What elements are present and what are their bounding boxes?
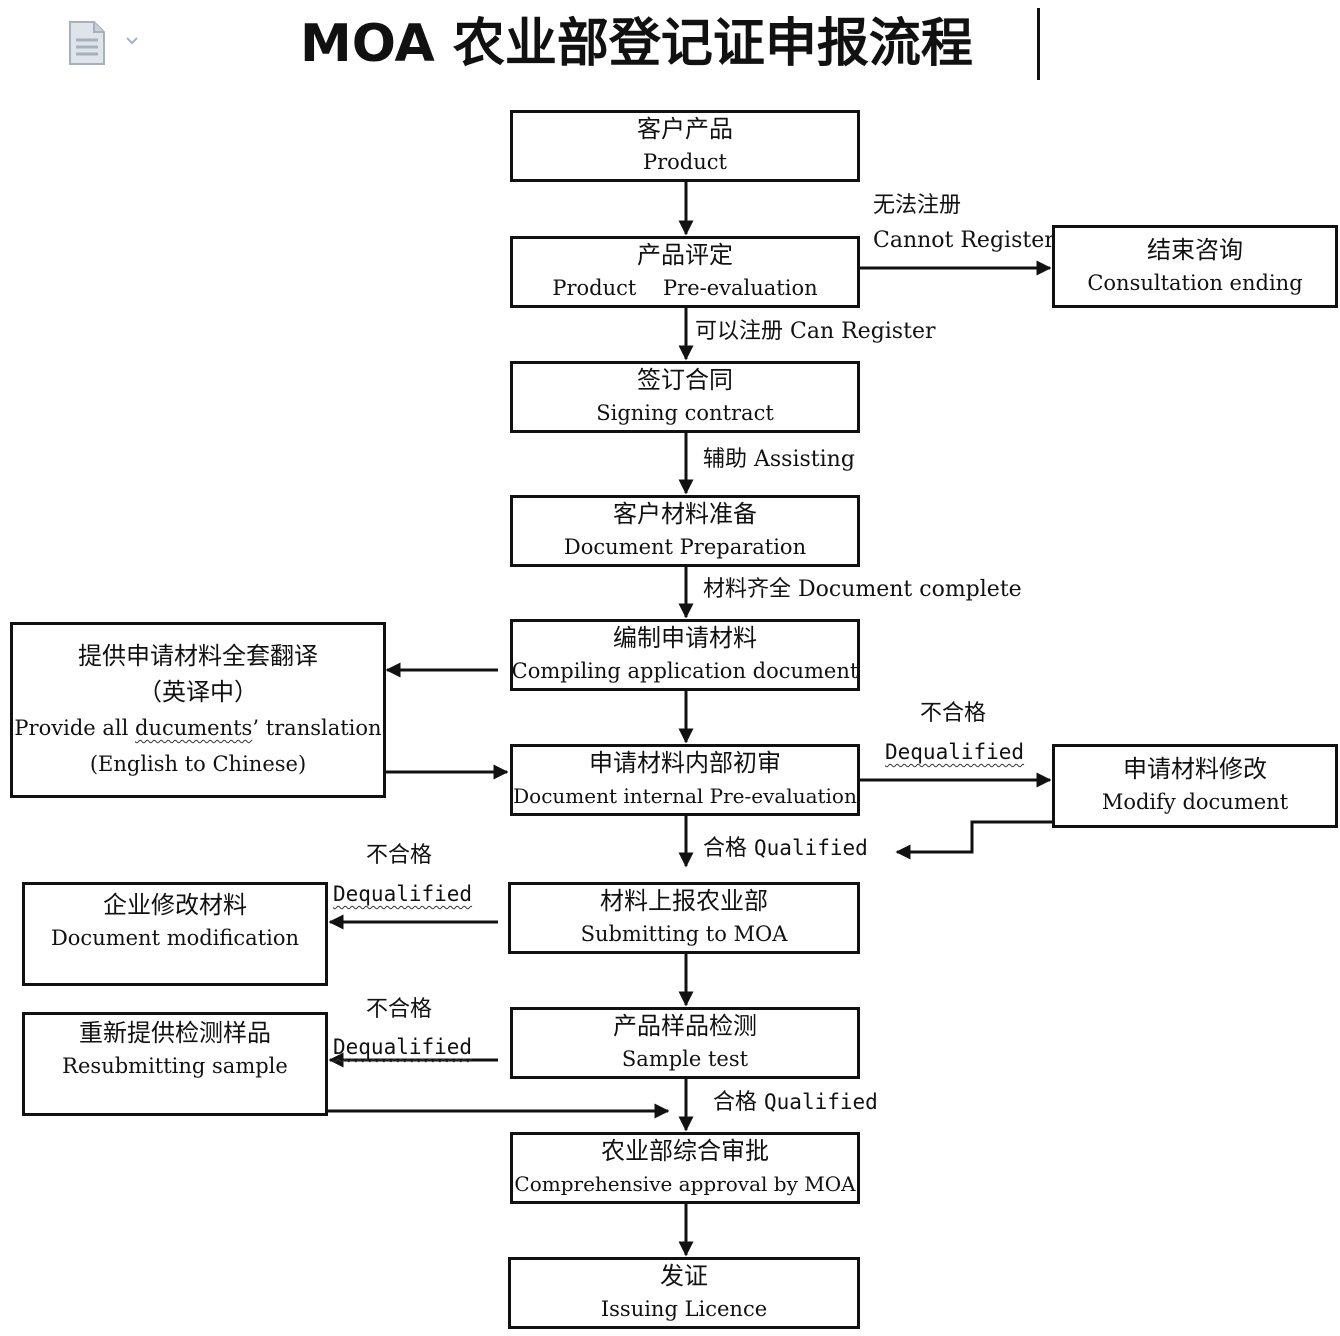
translate-en-post: ’ translation (252, 716, 382, 740)
node-approval-en: Comprehensive approval by MOA (514, 1172, 856, 1196)
node-licence-en: Issuing Licence (600, 1297, 768, 1321)
label-dequalified-2-zh: 不合格 (366, 843, 433, 868)
label-dequalified-1-en: Dequalified (885, 740, 1025, 764)
label-cannot-zh: 无法注册 (873, 193, 962, 218)
node-submit: 材料上报农业部 Submitting to MOA (508, 882, 860, 954)
node-internal-zh: 申请材料内部初审 (589, 749, 781, 777)
node-contract: 签订合同 Signing contract (510, 361, 860, 433)
label-dequalified-3-zh: 不合格 (366, 997, 433, 1022)
node-ending-en: Consultation ending (1087, 270, 1303, 295)
node-translate-en: Provide all ducuments’ translation (14, 710, 381, 746)
node-resubmit-zh: 重新提供检测样品 (79, 1019, 271, 1047)
label-qualified-2-zh: 合格 (713, 1090, 758, 1115)
label-assisting: 辅助 Assisting (703, 447, 855, 472)
label-document-complete: 材料齐全 Document complete (703, 577, 1022, 602)
node-product-zh: 客户产品 (637, 115, 733, 143)
page-title: MOA 农业部登记证申报流程 (300, 14, 973, 74)
label-can-register: 可以注册 Can Register (695, 319, 936, 344)
text-cursor (1037, 8, 1040, 80)
node-translate-zh2: （英译中） (138, 678, 258, 706)
node-internal-en: Document internal Pre-evaluation (513, 784, 857, 808)
node-docprep: 客户材料准备 Document Preparation (510, 495, 860, 567)
node-modify: 申请材料修改 Modify document (1052, 744, 1338, 828)
node-modify-zh: 申请材料修改 (1123, 755, 1267, 783)
node-ending-zh: 结束咨询 (1147, 235, 1243, 264)
node-docprep-zh: 客户材料准备 (613, 500, 757, 528)
node-resubmit-en: Resubmitting sample (62, 1054, 288, 1078)
node-preeval: 产品评定 Product Pre-evaluation (510, 236, 860, 308)
node-product-en: Product (643, 150, 727, 174)
label-qualified-1-en: Qualified (754, 836, 868, 860)
node-preeval-en: Product Pre-evaluation (552, 276, 818, 300)
node-sample-zh: 产品样品检测 (613, 1012, 757, 1040)
node-resubmit: 重新提供检测样品 Resubmitting sample (22, 1012, 328, 1116)
node-sample: 产品样品检测 Sample test (510, 1007, 860, 1079)
chevron-down-icon[interactable] (124, 32, 140, 48)
node-submit-en: Submitting to MOA (580, 922, 788, 946)
translate-en-pre: Provide all (14, 716, 135, 740)
node-licence-zh: 发证 (660, 1262, 708, 1290)
node-approval-zh: 农业部综合审批 (601, 1137, 769, 1165)
node-ending: 结束咨询 Consultation ending (1052, 225, 1338, 308)
node-internal: 申请材料内部初审 Document internal Pre-evaluatio… (510, 744, 860, 816)
node-docprep-en: Document Preparation (563, 535, 807, 559)
node-contract-en: Signing contract (596, 401, 774, 425)
label-cannot-en: Cannot Register (873, 228, 1055, 253)
node-preeval-zh: 产品评定 (637, 241, 733, 269)
node-translate-en2: (English to Chinese) (89, 752, 307, 776)
label-qualified-2-en: Qualified (764, 1090, 878, 1114)
node-product: 客户产品 Product (510, 110, 860, 182)
node-translate: 提供申请材料全套翻译 （英译中） Provide all ducuments’ … (10, 622, 386, 798)
node-compile: 编制申请材料 Compiling application document (510, 619, 860, 691)
node-corpmod: 企业修改材料 Document modification (22, 882, 328, 986)
node-compile-zh: 编制申请材料 (613, 624, 757, 652)
label-qualified-1-zh: 合格 (703, 836, 748, 861)
node-corpmod-en: Document modification (50, 926, 300, 950)
node-submit-zh: 材料上报农业部 (600, 887, 768, 915)
node-compile-en: Compiling application document (511, 659, 859, 683)
node-contract-zh: 签订合同 (637, 366, 733, 394)
node-sample-en: Sample test (621, 1047, 749, 1071)
node-licence: 发证 Issuing Licence (508, 1257, 860, 1329)
node-corpmod-zh: 企业修改材料 (103, 891, 247, 919)
label-dequalified-2-en: Dequalified (333, 882, 473, 906)
document-icon[interactable] (66, 20, 108, 66)
label-dequalified-1-zh: 不合格 (920, 701, 987, 726)
translate-en-wavy: ducuments (135, 716, 253, 740)
arrow-modify-return (895, 820, 1052, 860)
node-modify-en: Modify document (1101, 790, 1289, 814)
label-qualified-1: 合格 Qualified (703, 834, 868, 863)
label-dequalified-3-en: Dequalified (333, 1035, 473, 1059)
node-translate-zh: 提供申请材料全套翻译 (78, 642, 318, 670)
node-approval: 农业部综合审批 Comprehensive approval by MOA (510, 1132, 860, 1204)
label-qualified-2: 合格 Qualified (713, 1088, 878, 1117)
